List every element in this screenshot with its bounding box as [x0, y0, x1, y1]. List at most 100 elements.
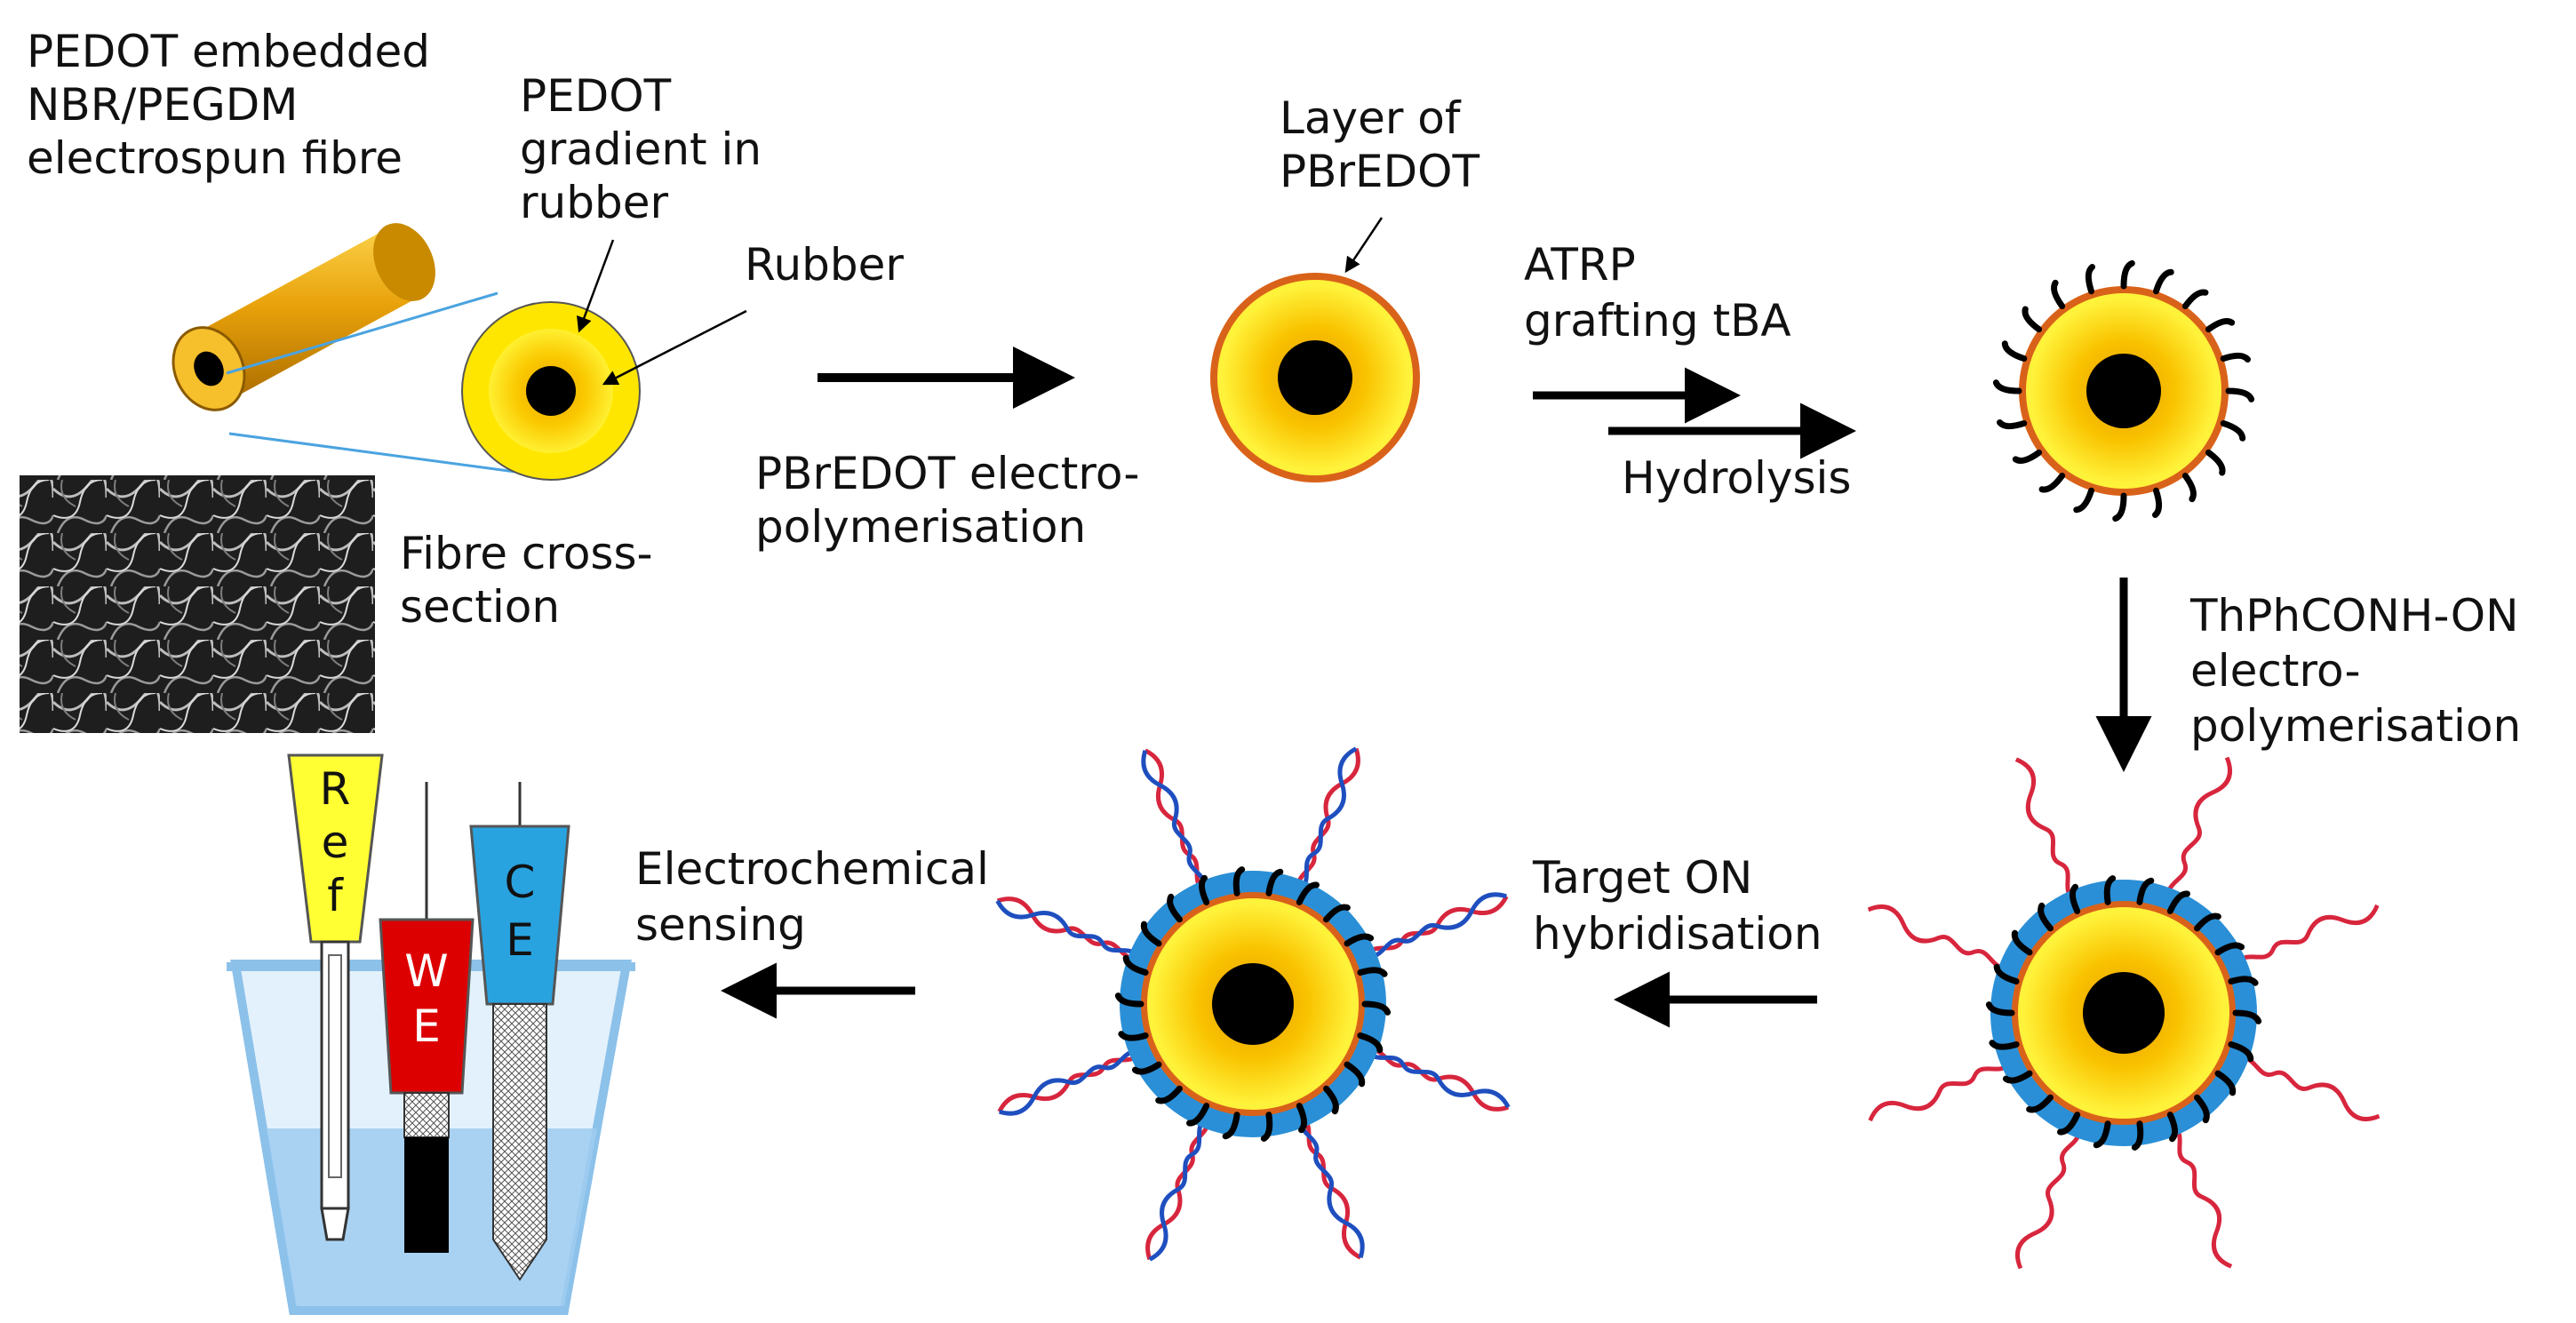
we-label-w: W	[404, 945, 448, 997]
double-strand	[1294, 1115, 1368, 1261]
double-strand	[1138, 747, 1212, 893]
grafted-fibre	[1992, 259, 2255, 522]
grafted-brush	[1140, 921, 1162, 947]
grafted-brush	[2152, 268, 2174, 295]
step4-label-2: electro-	[2190, 645, 2361, 697]
layer-label-1: Layer of	[1280, 92, 1462, 144]
step3-label: Hydrolysis	[1622, 452, 1851, 504]
grafted-brush	[1155, 1085, 1183, 1104]
hybridised-fibre	[994, 745, 1511, 1263]
grafted-brush	[2214, 1070, 2237, 1096]
single-strand	[1867, 1053, 2014, 1129]
grafted-brush	[1985, 1001, 2015, 1016]
fibre-label-3: electrospun fibre	[27, 132, 403, 184]
grafted-brush	[1222, 1112, 1240, 1140]
step6-label-1: Electrochemical	[635, 843, 989, 895]
grafted-brush	[1357, 1032, 1384, 1054]
ref-label-r: R	[320, 763, 351, 815]
grafted-brush	[1167, 893, 1183, 923]
grafted-brush	[1993, 963, 2020, 984]
double-strand	[994, 894, 1140, 965]
reference-electrode: R e f	[287, 753, 384, 1241]
step5-label-2: hybridisation	[1533, 908, 1822, 960]
grafted-brush	[2001, 340, 2028, 363]
grafted-brush	[1118, 1031, 1149, 1041]
grafted-brush	[2038, 902, 2054, 932]
grafted-brush	[1992, 379, 2022, 395]
ce-label-e: E	[506, 914, 534, 966]
grafted-brush	[2166, 1112, 2178, 1143]
grafted-brush	[2038, 472, 2066, 493]
grafted-brush	[1344, 1061, 1366, 1088]
grafted-brush	[1114, 992, 1144, 1008]
fibre-label-2: NBR/PEGDM	[27, 79, 298, 131]
gradient-label-3: rubber	[520, 177, 668, 228]
grafted-brush	[2181, 472, 2197, 503]
grafted-brush	[1323, 904, 1351, 923]
step1-label-1: PBrEDOT electro-	[755, 448, 1139, 499]
step4-label-1: ThPhCONH-ON	[2189, 590, 2519, 642]
grafted-brush	[2073, 487, 2095, 514]
step6-label-2: sensing	[635, 899, 806, 951]
ref-label-f: f	[327, 870, 344, 921]
grafted-brush	[2026, 1094, 2054, 1113]
sem-micrograph	[20, 475, 375, 733]
pbredot-coated-fibre	[1210, 217, 1420, 482]
double-strand	[996, 1045, 1142, 1119]
single-strand	[1865, 901, 2012, 975]
grafted-brush	[2166, 890, 2190, 914]
ref-label-e: e	[322, 817, 349, 868]
grafted-brush	[2220, 419, 2246, 442]
step4-label-3: polymerisation	[2190, 700, 2521, 752]
grafted-brush	[2002, 1070, 2033, 1084]
single-strand	[2236, 1051, 2382, 1125]
single-strand	[2164, 1124, 2240, 1271]
grafted-brush	[2194, 1094, 2210, 1124]
ce-label-c: C	[505, 857, 536, 908]
grafted-brush	[2205, 449, 2226, 476]
grafted-brush	[2085, 264, 2095, 295]
grafted-brush	[2093, 1120, 2111, 1149]
double-strand	[1364, 889, 1510, 963]
electrochemical-cell: R e f W E C E	[227, 753, 635, 1315]
grafted-brush	[1122, 954, 1149, 976]
grafted-brush	[1357, 967, 1388, 977]
we-label-e: E	[412, 1000, 441, 1052]
electrospun-fibre-illustration	[171, 223, 543, 477]
grafted-brush	[2120, 259, 2135, 290]
grafted-brush	[2070, 883, 2081, 914]
cross-section-label-2: section	[400, 581, 560, 633]
step2-label-1: ATRP	[1524, 239, 1636, 291]
grafted-brush	[2181, 289, 2209, 310]
grafted-brush	[1232, 866, 1246, 897]
fibre-cross-section-circle	[461, 239, 747, 481]
grafted-brush	[1323, 1085, 1339, 1115]
step5-label-1: Target ON	[1532, 852, 1752, 904]
grafted-brush	[1296, 1103, 1307, 1134]
grafted-brush	[2136, 877, 2155, 905]
step2-label-2: grafting tBA	[1524, 295, 1791, 347]
double-strand	[1143, 1116, 1214, 1262]
probe-functionalised-fibre	[1865, 754, 2383, 1272]
layer-label-2: PBrEDOT	[1280, 146, 1479, 197]
grafted-brush	[1186, 1103, 1210, 1127]
fibre-label-1: PEDOT embedded	[27, 26, 430, 77]
grafted-brush	[2112, 492, 2127, 522]
grafted-brush	[1199, 874, 1210, 905]
working-electrode: W E	[379, 782, 475, 1253]
grafted-brush	[2220, 352, 2251, 363]
single-strand	[2007, 756, 2084, 903]
grafted-brush	[1265, 868, 1284, 897]
grafted-brush	[2051, 279, 2066, 310]
grafted-brush	[2194, 913, 2221, 932]
grafted-brush	[1361, 1000, 1392, 1016]
step1-label-2: polymerisation	[755, 501, 1086, 553]
grafted-brush	[2225, 387, 2255, 402]
grafted-brush	[2205, 318, 2236, 333]
double-strand	[1292, 745, 1363, 891]
gradient-label-2: gradient in	[520, 124, 762, 175]
single-strand	[2012, 1125, 2086, 1271]
grafted-brush	[2228, 1041, 2254, 1063]
cross-section-label-1: Fibre cross-	[400, 528, 653, 579]
